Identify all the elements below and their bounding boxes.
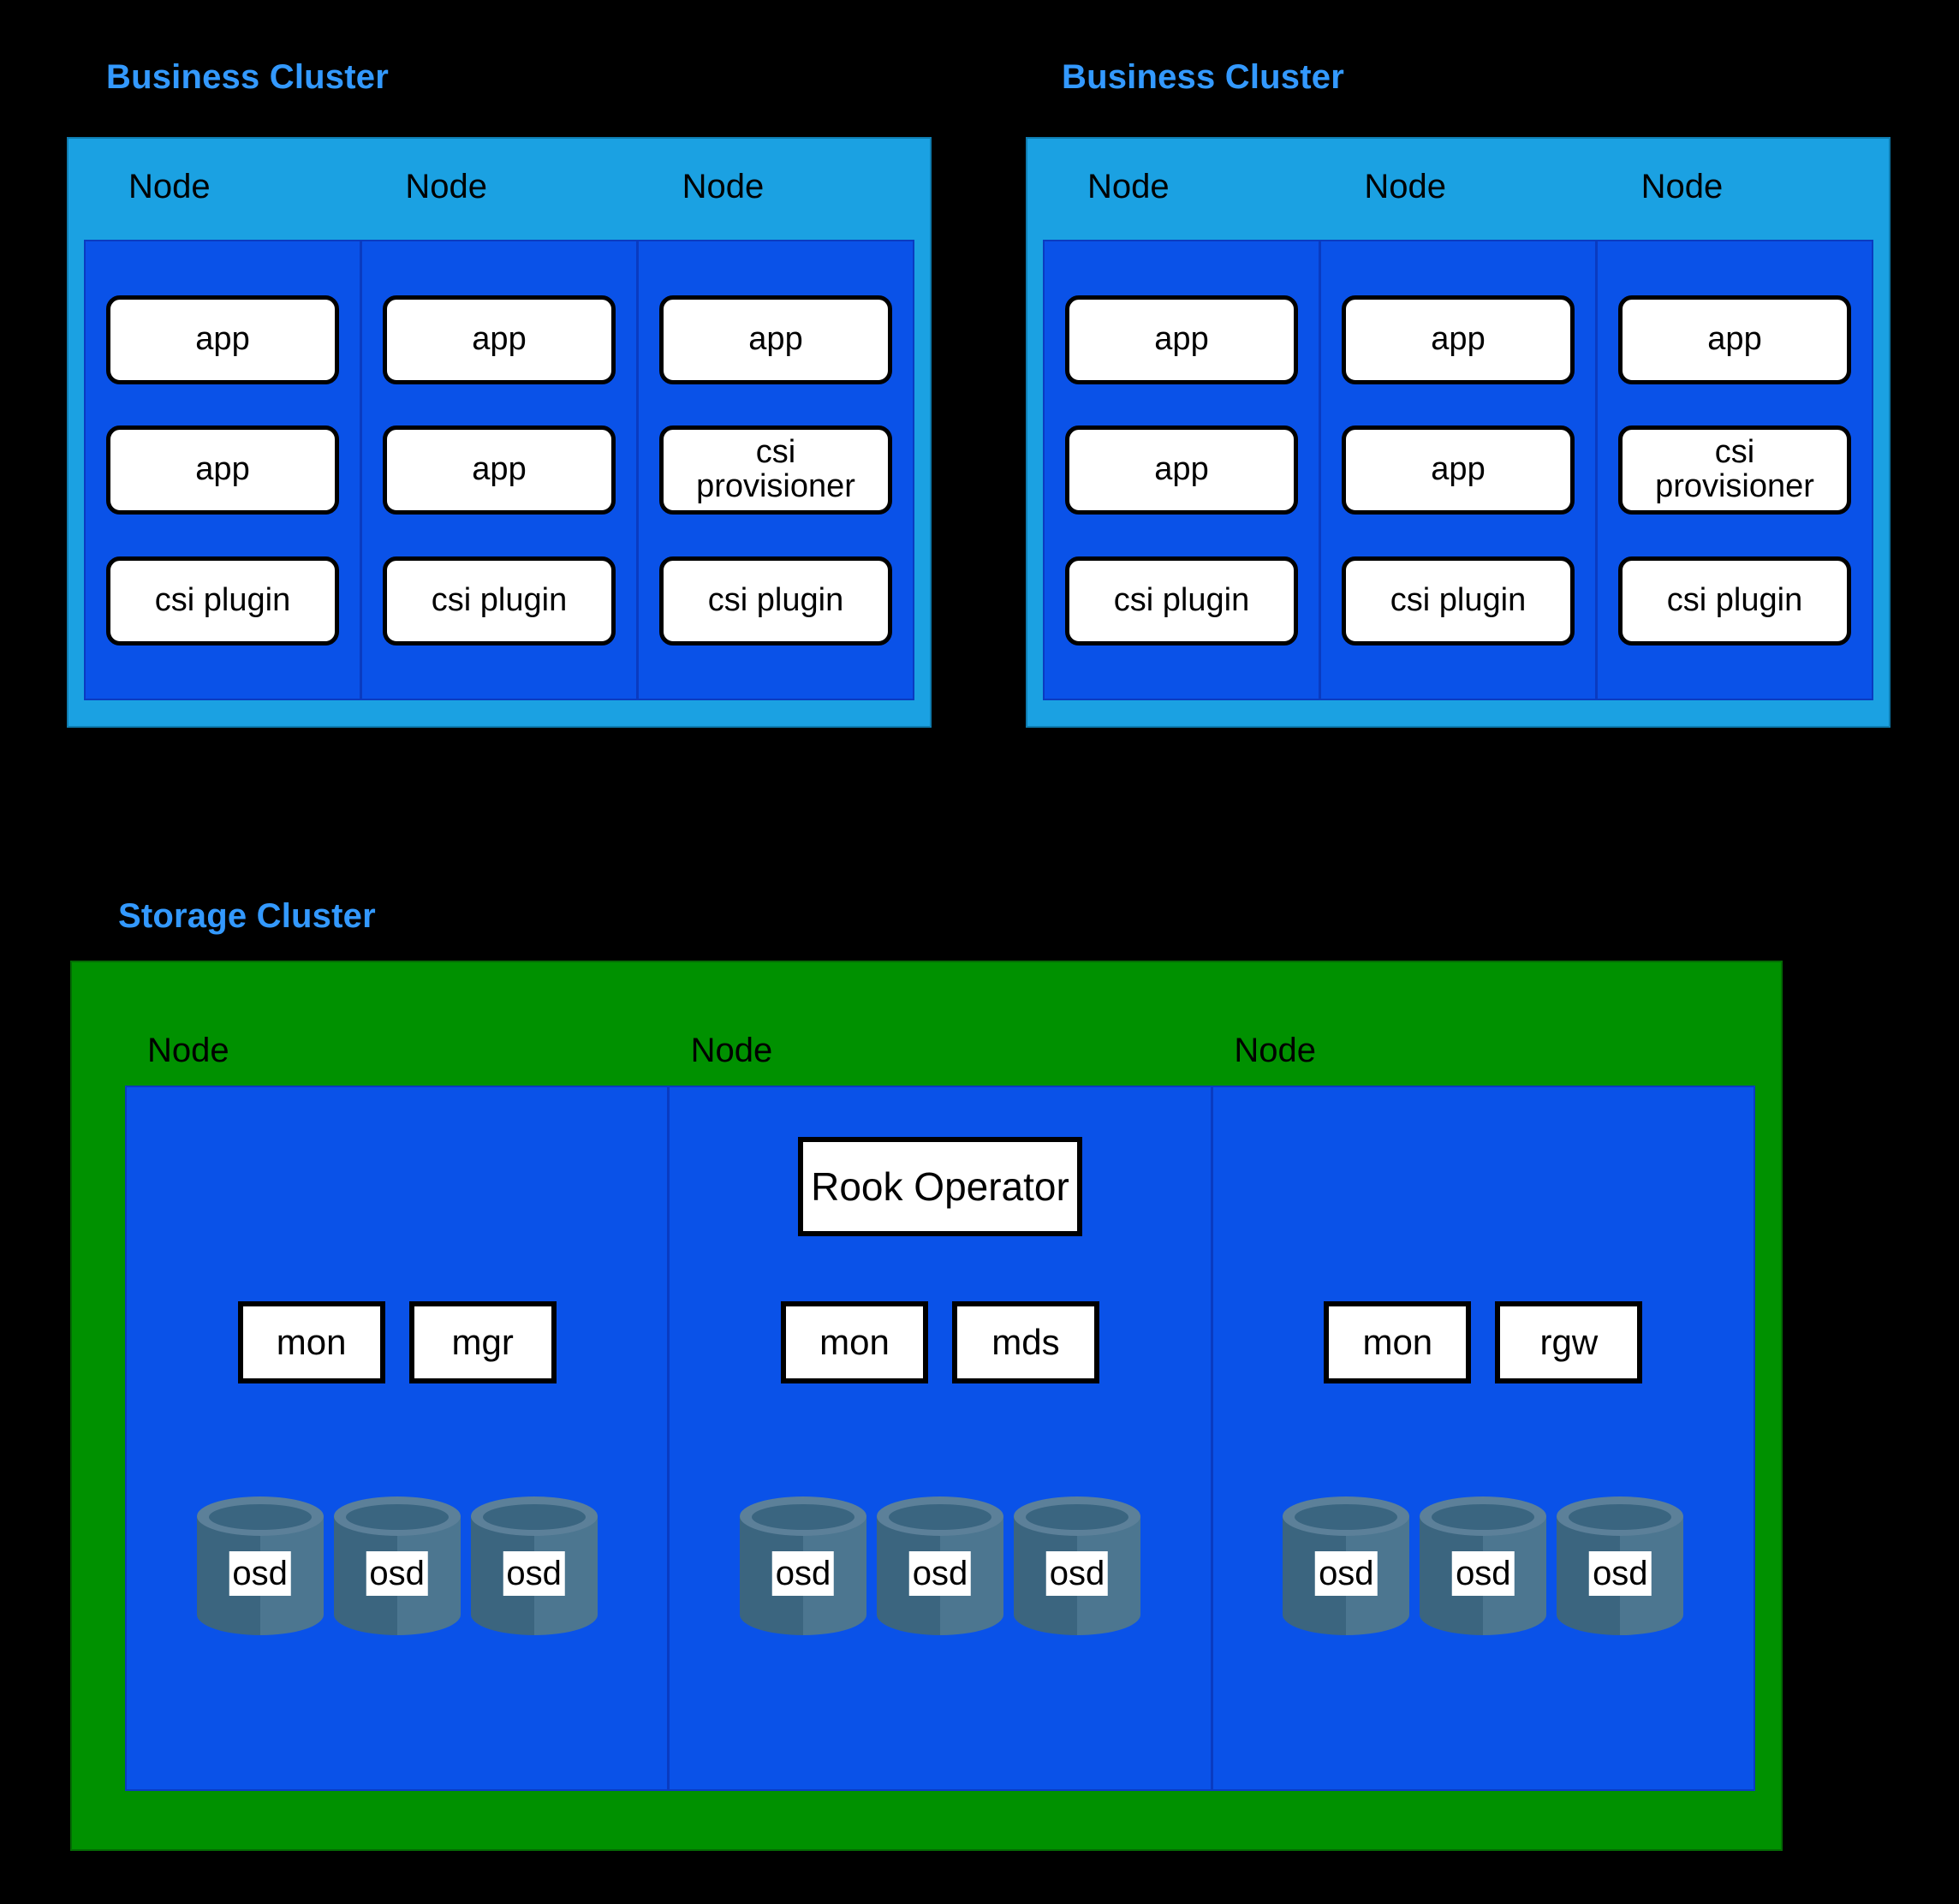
- pod-app[interactable]: app: [659, 295, 892, 384]
- node-column: app app csi plugin: [1321, 241, 1598, 699]
- node-label: Node: [682, 168, 765, 205]
- storage-cluster-title: Storage Cluster: [118, 897, 376, 935]
- business-cluster-1-node-labels: Node Node Node: [84, 161, 914, 212]
- node-column: app app csi plugin: [1045, 241, 1321, 699]
- rook-operator-box[interactable]: Rook Operator: [797, 1137, 1082, 1236]
- osd-row: osd osd osd: [1213, 1496, 1754, 1652]
- pod-csi-plugin[interactable]: csi plugin: [106, 556, 339, 646]
- osd-cylinder[interactable]: osd: [1013, 1496, 1140, 1652]
- business-cluster-2-title: Business Cluster: [1062, 58, 1344, 96]
- storage-node-column: mon mgr osd osd: [127, 1087, 670, 1789]
- osd-label: osd: [771, 1551, 835, 1596]
- osd-row: osd osd osd: [670, 1496, 1210, 1652]
- node-label: Node: [1640, 168, 1724, 205]
- cylinder-hole-icon: [1569, 1504, 1672, 1530]
- cylinder-hole-icon: [751, 1504, 854, 1530]
- node-label: Node: [690, 1032, 773, 1069]
- osd-cylinder[interactable]: osd: [333, 1496, 461, 1652]
- node-label: Node: [1087, 168, 1170, 205]
- osd-cylinder[interactable]: osd: [196, 1496, 324, 1652]
- osd-cylinder[interactable]: osd: [1283, 1496, 1410, 1652]
- storage-node-column: Rook Operator mon mds osd: [670, 1087, 1213, 1789]
- osd-label: osd: [1452, 1551, 1515, 1596]
- daemon-mon[interactable]: mon: [780, 1301, 928, 1383]
- pod-app[interactable]: app: [1065, 295, 1298, 384]
- daemon-rgw[interactable]: rgw: [1495, 1301, 1643, 1383]
- pod-app[interactable]: app: [1342, 425, 1575, 515]
- business-cluster-1-node-strip: app app csi plugin app app csi plugin ap…: [84, 240, 914, 700]
- node-column: app app csi plugin: [362, 241, 639, 699]
- pod-app[interactable]: app: [106, 295, 339, 384]
- osd-label: osd: [366, 1551, 428, 1596]
- pod-app[interactable]: app: [106, 425, 339, 515]
- daemon-row: mon mgr: [127, 1301, 667, 1383]
- pod-app[interactable]: app: [383, 425, 616, 515]
- cylinder-hole-icon: [345, 1504, 449, 1530]
- node-column: app app csi plugin: [86, 241, 362, 699]
- node-label: Node: [405, 168, 487, 205]
- pod-app[interactable]: app: [1065, 425, 1298, 515]
- osd-label: osd: [1315, 1551, 1378, 1596]
- osd-cylinder[interactable]: osd: [1420, 1496, 1547, 1652]
- cylinder-hole-icon: [482, 1504, 586, 1530]
- pod-app[interactable]: app: [1342, 295, 1575, 384]
- business-cluster-2-node-labels: Node Node Node: [1043, 161, 1873, 212]
- storage-cluster-node-strip: mon mgr osd osd: [125, 1086, 1755, 1791]
- osd-label: osd: [908, 1551, 972, 1596]
- pod-csi-plugin[interactable]: csi plugin: [659, 556, 892, 646]
- business-cluster-1: Node Node Node app app csi plugin app ap…: [67, 137, 932, 728]
- pod-app[interactable]: app: [383, 295, 616, 384]
- storage-cluster: Node Node Node mon mgr osd: [70, 961, 1783, 1851]
- cylinder-hole-icon: [888, 1504, 991, 1530]
- daemon-mon[interactable]: mon: [1324, 1301, 1472, 1383]
- osd-cylinder[interactable]: osd: [470, 1496, 598, 1652]
- pod-csi-plugin[interactable]: csi plugin: [383, 556, 616, 646]
- osd-label: osd: [503, 1551, 565, 1596]
- storage-node-column: mon rgw osd osd: [1213, 1087, 1754, 1789]
- node-label: Node: [1364, 168, 1446, 205]
- cylinder-hole-icon: [1432, 1504, 1535, 1530]
- daemon-mds[interactable]: mds: [951, 1301, 1099, 1383]
- pod-csi-plugin[interactable]: csi plugin: [1342, 556, 1575, 646]
- cylinder-hole-icon: [1025, 1504, 1128, 1530]
- daemon-row: mon rgw: [1213, 1301, 1754, 1383]
- node-label: Node: [128, 168, 211, 205]
- pod-app[interactable]: app: [1618, 295, 1851, 384]
- storage-cluster-node-labels: Node Node Node: [125, 1024, 1755, 1077]
- daemon-mon[interactable]: mon: [237, 1301, 385, 1383]
- pod-csi-plugin[interactable]: csi plugin: [1618, 556, 1851, 646]
- pod-csi-plugin[interactable]: csi plugin: [1065, 556, 1298, 646]
- business-cluster-1-title: Business Cluster: [106, 58, 389, 96]
- business-cluster-2: Node Node Node app app csi plugin app ap…: [1026, 137, 1891, 728]
- osd-row: osd osd osd: [127, 1496, 667, 1652]
- osd-label: osd: [229, 1551, 291, 1596]
- osd-cylinder[interactable]: osd: [739, 1496, 866, 1652]
- node-label: Node: [147, 1032, 229, 1069]
- daemon-row: mon mds: [670, 1301, 1210, 1383]
- business-cluster-2-node-strip: app app csi plugin app app csi plugin ap…: [1043, 240, 1873, 700]
- cylinder-hole-icon: [208, 1504, 312, 1530]
- node-label: Node: [1234, 1032, 1316, 1069]
- osd-label: osd: [1589, 1551, 1652, 1596]
- osd-cylinder[interactable]: osd: [1557, 1496, 1684, 1652]
- osd-cylinder[interactable]: osd: [876, 1496, 1003, 1652]
- cylinder-hole-icon: [1295, 1504, 1398, 1530]
- daemon-mgr[interactable]: mgr: [408, 1301, 557, 1383]
- osd-label: osd: [1045, 1551, 1109, 1596]
- operator-row: Rook Operator: [670, 1137, 1210, 1236]
